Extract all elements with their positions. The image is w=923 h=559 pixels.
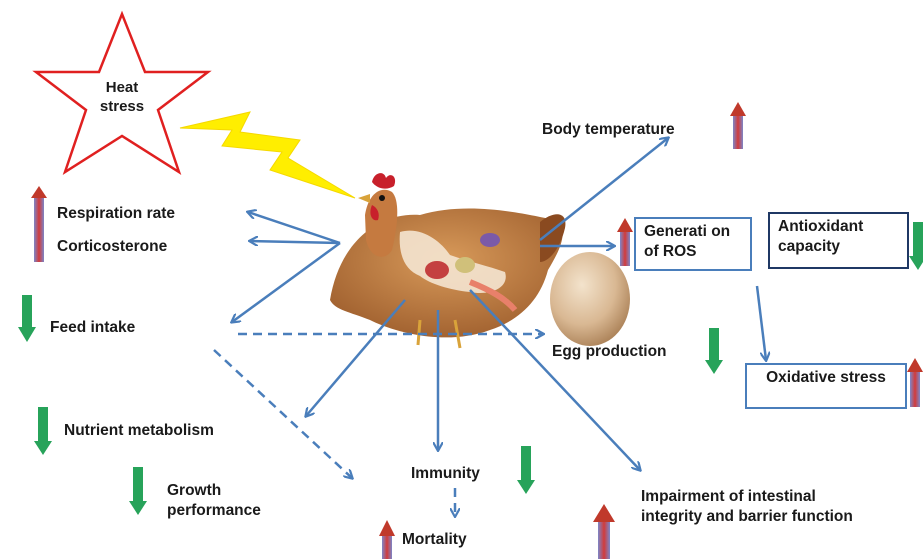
increase-arrow-icon-oxidative-stress [907,358,923,407]
increase-arrow-icon-ros [617,218,633,266]
generation-ros-box: Generati on of ROS [634,217,752,271]
egg-illustration [550,252,630,346]
immunity-label: Immunity [411,464,480,484]
decrease-arrow-icon-immunity [517,446,535,494]
decrease-arrow-icon-egg [705,328,723,374]
chicken-illustration [330,173,565,348]
growth-performance-label: Growth performance [167,481,267,521]
impairment-label: Impairment of intestinal integrity and b… [641,487,861,527]
decrease-arrow-icon-nutrient [34,407,52,455]
mortality-label: Mortality [402,530,467,550]
oxidative-stress-box: Oxidative stress [745,363,907,409]
feed-intake-label: Feed intake [50,318,135,338]
lightning-bolt-icon [180,112,355,198]
decrease-arrow-icon-feed-intake [18,295,36,342]
increase-arrow-icon-impairment [593,504,615,559]
decrease-arrow-icon-antioxidant [909,222,923,270]
antioxidant-capacity-box: Antioxidant capacity [768,212,909,269]
increase-arrow-icon-body-temperature [730,102,746,149]
increase-arrow-icon-respiration [31,186,47,262]
respiration-rate-label: Respiration rate [57,204,175,224]
egg-production-label: Egg production [552,342,667,362]
increase-arrow-icon-mortality [379,520,395,559]
body-temperature-label: Body temperature [542,120,675,140]
heat-stress-label: Heat stress [92,78,152,116]
corticosterone-label: Corticosterone [57,237,167,257]
decrease-arrow-icon-growth [129,467,147,515]
nutrient-metabolism-label: Nutrient metabolism [64,421,214,441]
